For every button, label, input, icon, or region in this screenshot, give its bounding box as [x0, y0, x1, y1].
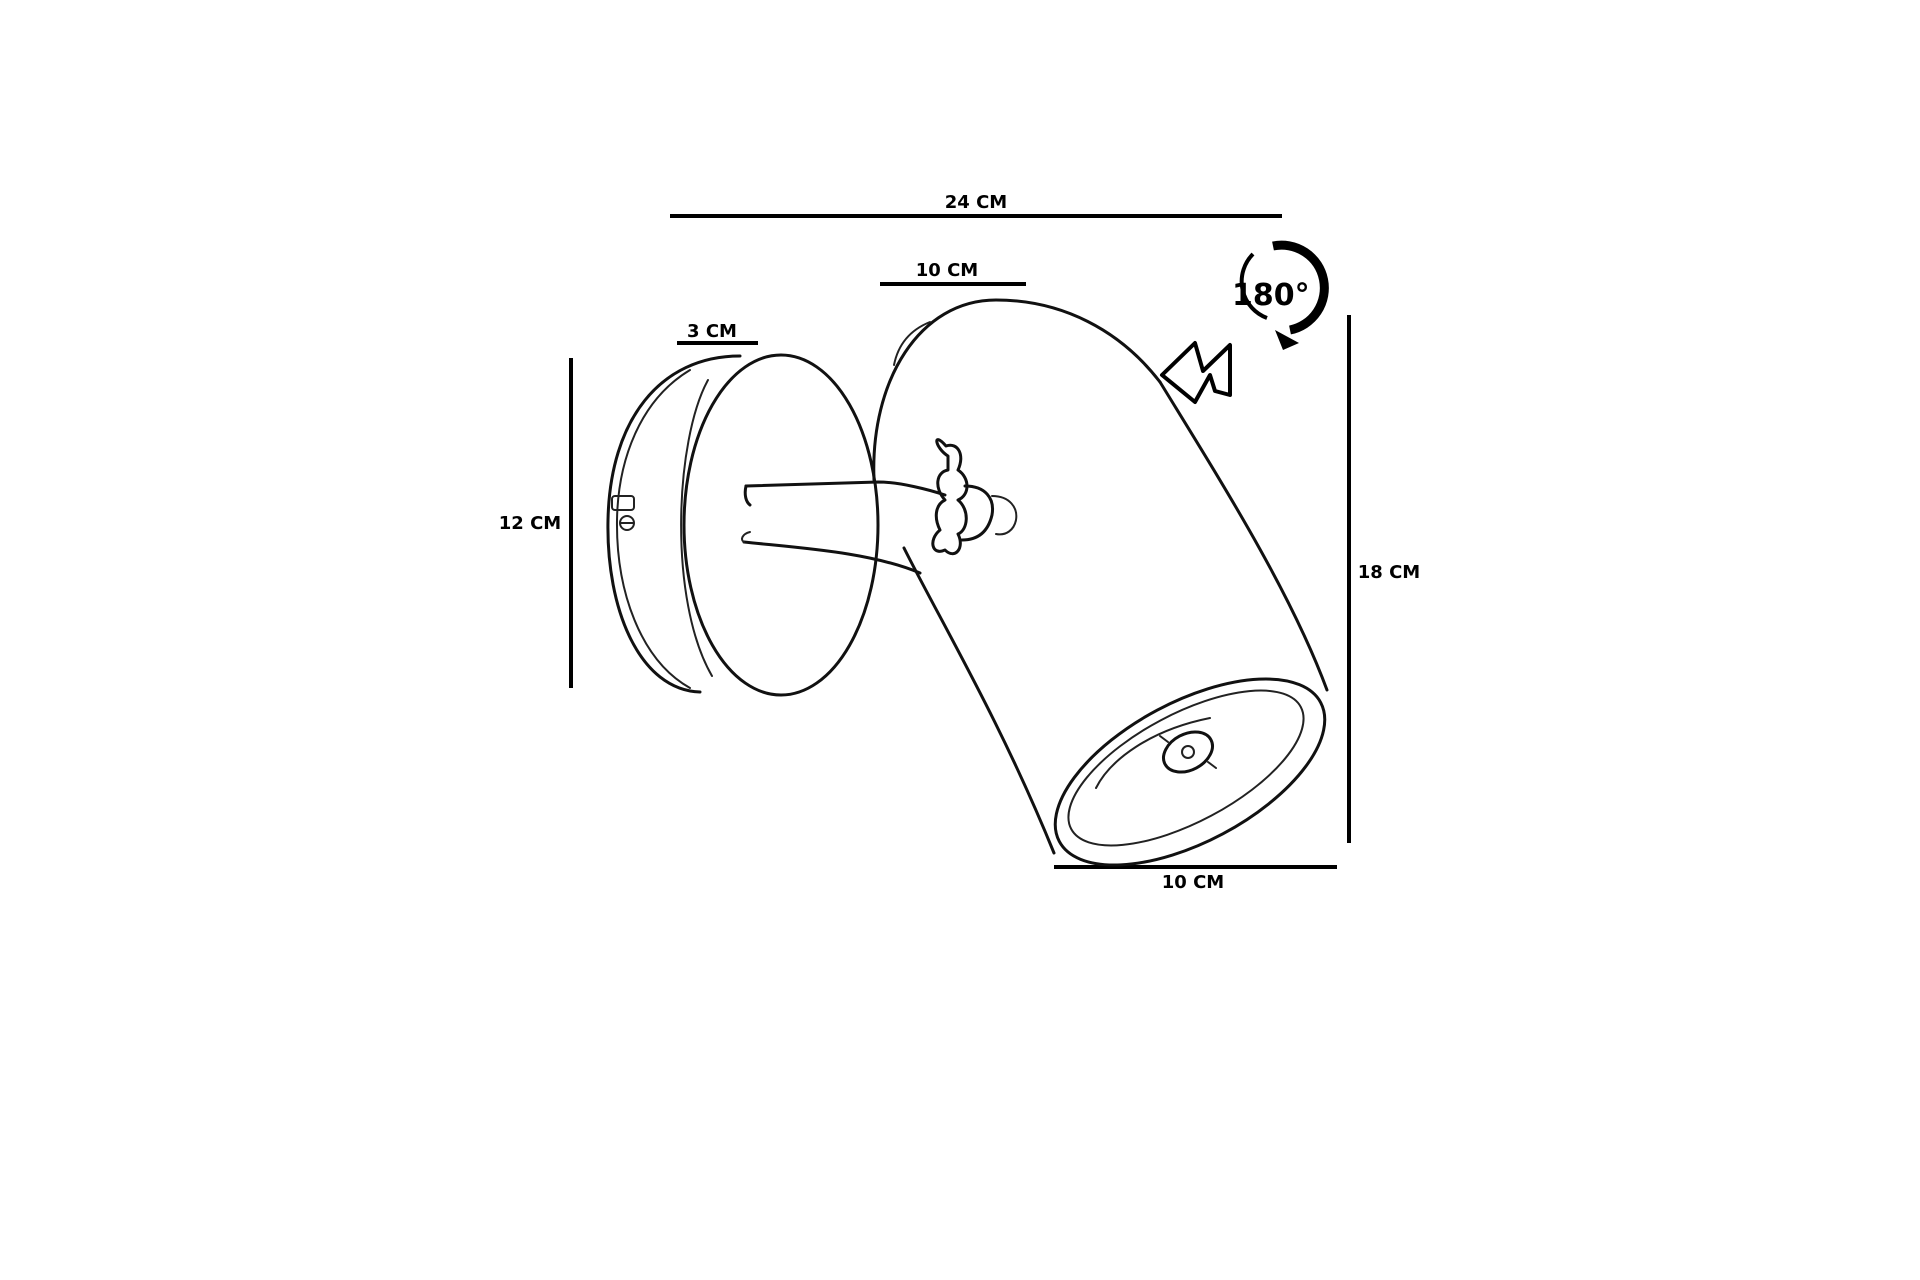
dim-head-top-width: 10 CM	[880, 260, 1026, 286]
mounting-screw	[611, 495, 635, 531]
dim-base-height-label: 12 CM	[499, 513, 561, 534]
bulb-socket	[1159, 730, 1217, 774]
dim-base-depth: 3 CM	[677, 321, 758, 345]
dim-base-depth-label: 3 CM	[687, 321, 737, 342]
dim-total-width: 24 CM	[670, 192, 1282, 218]
dim-total-height-label: 18 CM	[1358, 562, 1420, 583]
dim-head-bottom-width: 10 CM	[1054, 865, 1337, 893]
rotation-label: 180°	[1232, 278, 1310, 313]
support-arm	[741, 480, 947, 575]
dim-head-top-width-label: 10 CM	[916, 260, 978, 281]
wall-base-plate	[606, 353, 880, 697]
rotate-arrow-icon: 180°	[1232, 240, 1329, 350]
dim-total-width-label: 24 CM	[945, 192, 1007, 213]
lamp-head-cylinder	[872, 298, 1329, 867]
dim-head-bottom-width-label: 10 CM	[1162, 872, 1224, 893]
adjustment-knob	[931, 438, 1018, 556]
dim-base-height: 12 CM	[499, 358, 573, 688]
dim-total-height: 18 CM	[1347, 315, 1420, 843]
direction-arrow-icon	[1160, 341, 1232, 404]
